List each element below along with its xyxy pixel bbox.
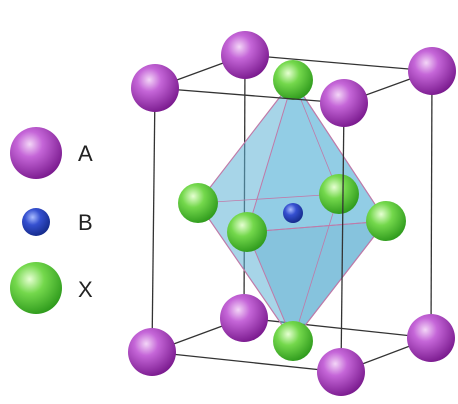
atom-a-bottom-left bbox=[128, 328, 176, 376]
atom-x-right bbox=[366, 201, 406, 241]
atom-a-back-bottom-left bbox=[220, 294, 268, 342]
atom-a-top-left bbox=[131, 64, 179, 112]
legend-label-a: A bbox=[78, 141, 93, 166]
atom-x-left bbox=[178, 183, 218, 223]
legend-item-x: X bbox=[10, 262, 93, 314]
legend-swatch-a bbox=[10, 127, 62, 179]
atom-a-back-top-left bbox=[221, 31, 269, 79]
atom-a-top-right bbox=[320, 79, 368, 127]
legend: A B X bbox=[10, 127, 93, 314]
legend-swatch-x bbox=[10, 262, 62, 314]
atom-x-back-right bbox=[319, 174, 359, 214]
legend-label-x: X bbox=[78, 277, 93, 302]
atom-a-bottom-right-back bbox=[407, 314, 455, 362]
atom-x-top bbox=[273, 60, 313, 100]
atom-x-bottom bbox=[273, 321, 313, 361]
legend-label-b: B bbox=[78, 210, 93, 235]
legend-swatch-b bbox=[22, 208, 50, 236]
atom-b-center bbox=[283, 203, 303, 223]
atom-a-bottom-right bbox=[317, 348, 365, 396]
atom-a-top-right-back bbox=[408, 47, 456, 95]
atom-x-front bbox=[227, 212, 267, 252]
legend-item-a: A bbox=[10, 127, 93, 179]
legend-item-b: B bbox=[22, 208, 93, 236]
